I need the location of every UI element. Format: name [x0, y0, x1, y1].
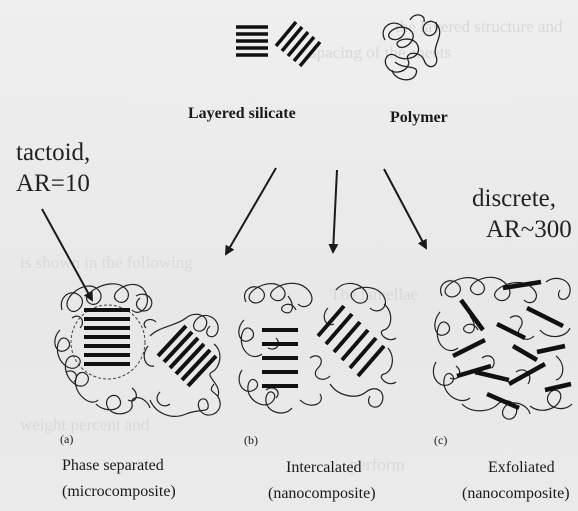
tactoid-label: tactoid,: [16, 140, 90, 165]
panel-b-subtitle: (nanocomposite): [268, 486, 376, 502]
svg-text:The lamellae: The lamellae: [330, 285, 418, 304]
discrete-aspect-ratio: AR~300: [486, 217, 572, 242]
panel-b-letter: (b): [244, 434, 258, 446]
panel-a-subtitle: (microcomposite): [62, 484, 176, 500]
panel-c-subtitle: (nanocomposite): [462, 486, 570, 502]
panel-c-title: Exfoliated: [488, 460, 555, 476]
discrete-label: discrete,: [472, 186, 556, 211]
layered-silicate-icon: [236, 22, 320, 66]
layered-silicate-label: Layered silicate: [188, 106, 296, 122]
svg-text:is shown in the following: is shown in the following: [20, 253, 193, 272]
panel-a-letter: (a): [60, 433, 73, 445]
svg-text:spacing of the sheets: spacing of the sheets: [310, 43, 451, 62]
polymer-label: Polymer: [390, 110, 448, 126]
bleed-through-text: the layered structure and spacing of the…: [20, 17, 563, 474]
panel-b-title: Intercalated: [286, 460, 362, 476]
svg-text:the layered structure and: the layered structure and: [395, 17, 563, 36]
panel-a-title: Phase separated: [62, 458, 164, 474]
arrows: [42, 168, 426, 300]
panel-c-letter: (c): [434, 434, 447, 446]
svg-text:weight percent and: weight percent and: [20, 415, 150, 434]
panel-a-drawing: [55, 284, 220, 416]
tactoid-aspect-ratio: AR=10: [16, 171, 90, 196]
panel-c-drawing: [433, 277, 572, 419]
